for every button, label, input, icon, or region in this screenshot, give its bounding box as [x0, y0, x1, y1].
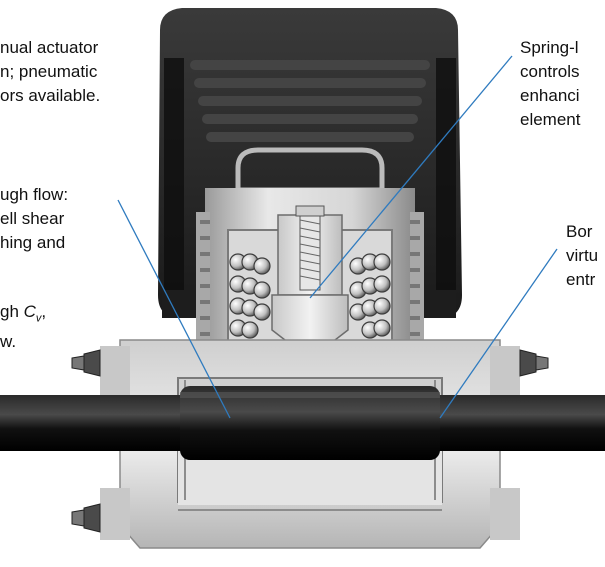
callout-spring: Spring-l controls enhanci element: [520, 36, 580, 132]
cv-prefix: gh: [0, 302, 24, 321]
callout-manual-actuator: nual actuator n; pneumatic ors available…: [0, 36, 100, 108]
callout-line: enhanci: [520, 86, 580, 105]
callout-line: ors available.: [0, 86, 101, 105]
leader-lines: [117, 55, 558, 419]
cv-suffix: ,: [41, 302, 47, 321]
cv-subscript: v: [35, 312, 42, 325]
callout-line: ell shear: [0, 209, 65, 228]
callout-bore: Bor virtu entr: [566, 220, 598, 292]
callout-line: n; pneumatic: [0, 62, 98, 81]
callout-line: element: [520, 110, 581, 129]
callout-line: ugh flow:: [0, 185, 69, 204]
callout-line: gh Cv,: [0, 300, 46, 330]
callout-line: virtu: [566, 246, 599, 265]
body-bolts: [71, 349, 549, 533]
callout-line: controls: [520, 62, 580, 81]
callout-line: w.: [0, 332, 17, 352]
callout-line: Bor: [566, 222, 593, 241]
callout-line: nual actuator: [0, 38, 99, 57]
callout-through-flow: ugh flow: ell shear hing and: [0, 183, 68, 255]
cv-symbol: C: [23, 302, 36, 321]
spring-coils: [229, 253, 391, 359]
tubing: [0, 386, 605, 460]
callout-line: Spring-l: [520, 38, 579, 57]
callout-line: entr: [566, 270, 596, 289]
callout-cv: gh Cv, w.: [0, 300, 46, 354]
callout-line: hing and: [0, 233, 66, 252]
